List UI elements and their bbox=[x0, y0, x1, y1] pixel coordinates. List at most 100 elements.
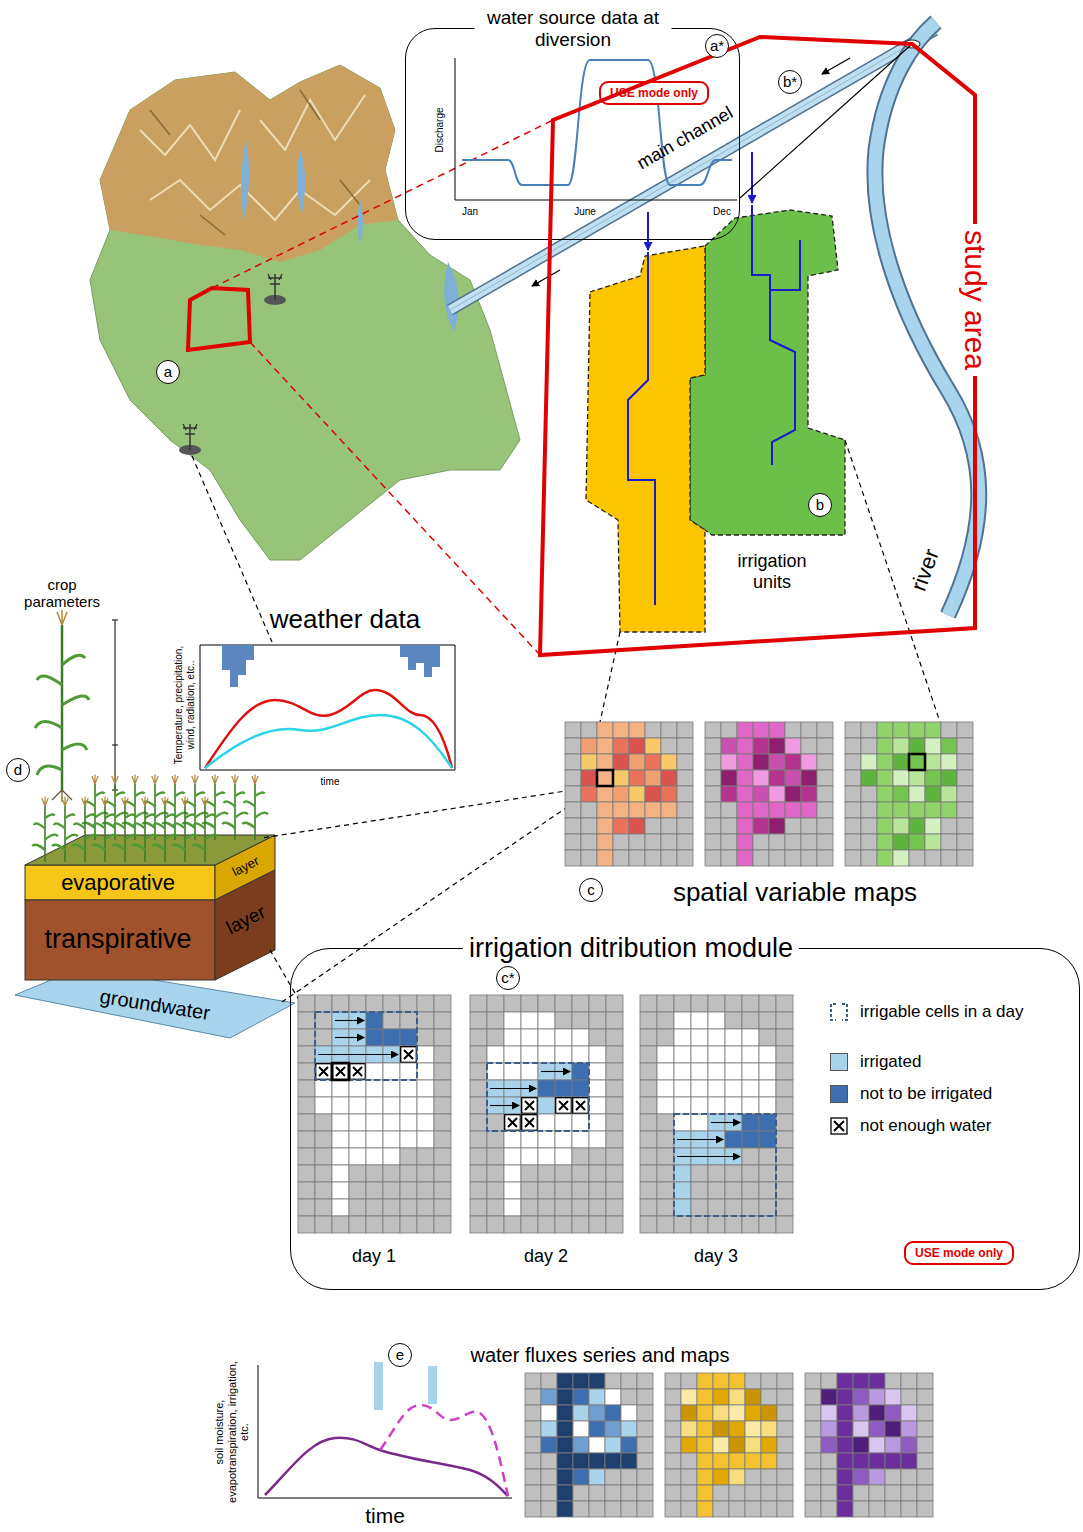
legend-symbol bbox=[830, 1003, 848, 1021]
soil-block-part bbox=[112, 796, 138, 862]
grid-cell bbox=[298, 1148, 315, 1165]
soil-block-part bbox=[182, 774, 208, 840]
panel-title-anchor: irrigation ditribution module bbox=[463, 933, 799, 964]
grid-cell bbox=[629, 834, 645, 850]
grid-cell bbox=[893, 786, 909, 802]
grid-cell bbox=[665, 1437, 681, 1453]
grid-cell bbox=[572, 1063, 589, 1080]
grid-cell bbox=[366, 1114, 383, 1131]
grid-cell bbox=[349, 1080, 366, 1097]
grid-cell bbox=[893, 770, 909, 786]
grid-cell bbox=[917, 1437, 933, 1453]
grid-cell bbox=[572, 1165, 589, 1182]
grid-cell bbox=[885, 1389, 901, 1405]
grid-cell bbox=[713, 1373, 729, 1389]
grid-cell bbox=[538, 995, 555, 1012]
irrigable-region bbox=[315, 1012, 417, 1080]
grid-cell bbox=[640, 1165, 657, 1182]
grid-cell bbox=[589, 1216, 606, 1233]
grid-cell bbox=[349, 1199, 366, 1216]
grid-cell bbox=[776, 1046, 793, 1063]
grid-cell bbox=[400, 1199, 417, 1216]
lombardy-map-part bbox=[241, 140, 249, 220]
grid-cell bbox=[589, 1437, 605, 1453]
grid-cell bbox=[925, 754, 941, 770]
grid-cell bbox=[504, 1131, 521, 1148]
soil-block-part bbox=[222, 774, 248, 840]
grid-cell bbox=[525, 1485, 541, 1501]
flow-arrow bbox=[677, 1156, 740, 1157]
legend-swatch bbox=[830, 1053, 848, 1071]
grid-cell bbox=[665, 1485, 681, 1501]
grid-cell bbox=[637, 1437, 653, 1453]
grid-cell bbox=[645, 850, 661, 866]
grid-cell bbox=[776, 1216, 793, 1233]
weather-chart bbox=[200, 645, 455, 770]
river-name-anchor: river bbox=[906, 546, 944, 595]
grid-cell bbox=[677, 786, 693, 802]
grid-cell bbox=[759, 1097, 776, 1114]
grid-cell bbox=[837, 1437, 853, 1453]
x-mark bbox=[559, 1101, 568, 1110]
grid-cell bbox=[761, 1485, 777, 1501]
flow-arrow bbox=[490, 1088, 536, 1089]
grid-cell bbox=[605, 1501, 621, 1517]
grid-cell bbox=[737, 802, 753, 818]
grid-cell bbox=[605, 1373, 621, 1389]
grid-cell bbox=[661, 754, 677, 770]
callout-number-anchor: c bbox=[579, 878, 603, 902]
tick-label-anchor: Dec bbox=[713, 206, 731, 218]
grid-cell bbox=[677, 850, 693, 866]
grid-cell bbox=[705, 850, 721, 866]
grid-cell bbox=[417, 1080, 434, 1097]
grid-cell bbox=[521, 995, 538, 1012]
grid-cell bbox=[713, 1437, 729, 1453]
grid-cell bbox=[674, 1012, 691, 1029]
soil-block-part bbox=[32, 796, 58, 862]
callout-number-anchor: e bbox=[388, 1343, 412, 1367]
grid-cell bbox=[941, 818, 957, 834]
grid-cell bbox=[925, 770, 941, 786]
grid-cell bbox=[657, 1029, 674, 1046]
grid-cell bbox=[681, 1453, 697, 1469]
grid-cell bbox=[572, 1029, 589, 1046]
grid-cell bbox=[917, 1421, 933, 1437]
grid-cell bbox=[621, 1453, 637, 1469]
grid-cell bbox=[555, 1148, 572, 1165]
grid-cell bbox=[725, 1199, 742, 1216]
grid-cell bbox=[521, 1029, 538, 1046]
grid-cell bbox=[434, 995, 451, 1012]
grid-cell bbox=[705, 770, 721, 786]
grid-cell bbox=[555, 1114, 572, 1131]
legend-text: not to be irrigated bbox=[860, 1084, 992, 1104]
grid-cell bbox=[573, 1389, 589, 1405]
grid-cell bbox=[470, 1114, 487, 1131]
grid-cell bbox=[621, 1389, 637, 1405]
grid-cell bbox=[315, 1029, 332, 1046]
grid-cell bbox=[606, 1097, 623, 1114]
grid-cell bbox=[525, 1405, 541, 1421]
grid-cell bbox=[383, 1148, 400, 1165]
legend-swatch bbox=[830, 1003, 848, 1021]
layer-name-anchor: transpirative bbox=[44, 924, 191, 955]
grid-cell bbox=[555, 1216, 572, 1233]
grid-cell bbox=[597, 722, 613, 738]
grid-cell bbox=[629, 850, 645, 866]
grid-cell bbox=[901, 1469, 917, 1485]
part-name-anchor: crop parameters bbox=[20, 576, 105, 611]
grid-cell bbox=[742, 1097, 759, 1114]
grid-cell bbox=[298, 1012, 315, 1029]
lombardy-map-part bbox=[140, 95, 370, 220]
grid-cell bbox=[589, 1182, 606, 1199]
grid-cell bbox=[606, 1216, 623, 1233]
grid-cell bbox=[573, 1469, 589, 1485]
crop-plant-part bbox=[112, 620, 118, 790]
grid-cell bbox=[893, 738, 909, 754]
grid-cell bbox=[909, 754, 925, 770]
grid-cell bbox=[885, 1373, 901, 1389]
day-label-anchor: day 2 bbox=[524, 1246, 568, 1267]
grid-cell bbox=[785, 722, 801, 738]
grid-cell bbox=[597, 818, 613, 834]
grid-cell bbox=[708, 1080, 725, 1097]
grid-cell bbox=[470, 1080, 487, 1097]
